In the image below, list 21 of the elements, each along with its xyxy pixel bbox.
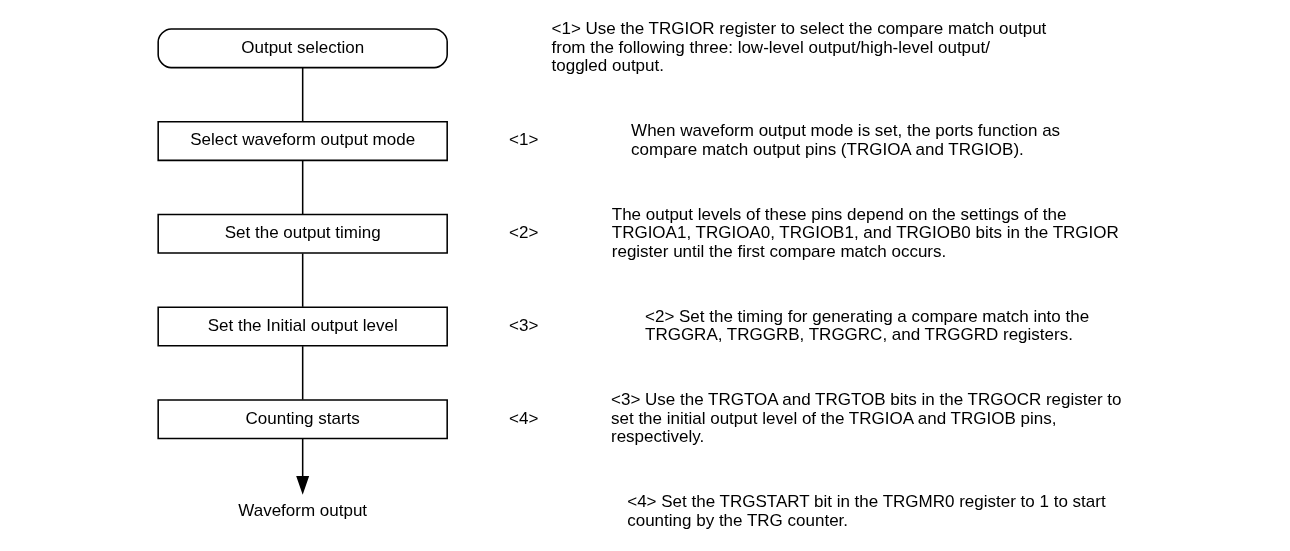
label: <1> Use the TRGIOR register to select the compare match output from the following three: low-level output/high-level output/ toggled output. [551, 19, 1047, 76]
connector [301, 345, 304, 401]
node-label: <3> [509, 315, 539, 335]
node-label: <2> [509, 223, 539, 243]
label: When waveform output mode is set, the ports function as compare match output pins (TRGIOA and TRGIOB). [631, 121, 1061, 159]
node-label: <1> [509, 130, 539, 150]
node-text: Waveform output [238, 501, 368, 521]
node-box: Set the Initial output level [157, 306, 448, 347]
arrow [296, 438, 310, 495]
node-box: Counting starts [157, 399, 448, 440]
label: <2> Set the timing for generating a compare match into the TRGGRA, TRGGRB, TRGGRC, and TRGGRD registers. [645, 306, 1090, 345]
label: <3> Use the TRGTOA and TRGTOB bits in the TRGOCR register to set the initial output level of the TRGIOA and TRGIOB pins, respectively. [611, 390, 1122, 447]
connector [301, 159, 304, 215]
node-box: Select waveform output mode [157, 120, 448, 162]
node-box: Output selection [157, 28, 448, 69]
label: <4> Set the TRGSTART bit in the TRGMR0 register to 1 to start counting by the TRG counter. [627, 492, 1106, 530]
node-box: Set the output timing [157, 213, 448, 254]
node-label: <4> [509, 408, 539, 428]
connector [301, 252, 304, 308]
connector [301, 67, 304, 123]
label: The output levels of these pins depend on the settings of the TRGIOA1, TRGIOA0, TRGIOB1, and TRGIOB0 bits in the TRGIOR register until the first compare match occurs. [611, 204, 1119, 261]
